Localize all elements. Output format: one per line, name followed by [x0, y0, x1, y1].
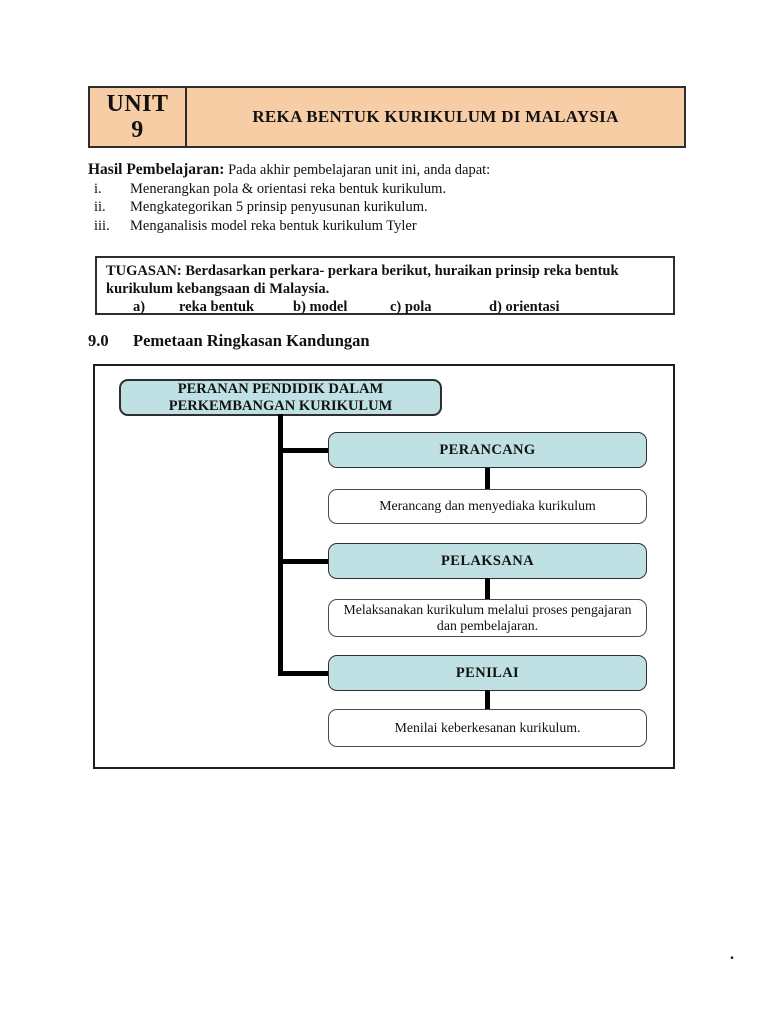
- outcome-text: Menerangkan pola & orientasi reka bentuk…: [130, 180, 447, 197]
- task-option-d: d) orientasi: [489, 299, 560, 315]
- diagram-role-node-pelaksana: PELAKSANA: [328, 543, 647, 579]
- outcomes-intro-line: Hasil Pembelajaran: Pada akhir pembelaja…: [88, 161, 688, 180]
- task-options-row: a) reka bentuk b) model c) pola d) orien…: [106, 298, 673, 316]
- stray-dot-mark: .: [730, 946, 734, 963]
- unit-cell: UNIT 9: [90, 88, 187, 146]
- task-box: TUGASAN: Berdasarkan perkara- perkara be…: [95, 256, 675, 315]
- outcome-item: ii. Mengkategorikan 5 prinsip penyusunan…: [88, 198, 688, 217]
- task-option-c: c) pola: [390, 299, 432, 315]
- outcome-text: Mengkategorikan 5 prinsip penyusunan kur…: [130, 199, 428, 215]
- stem-connector-line: [485, 690, 490, 712]
- branch-connector-line: [278, 448, 330, 453]
- stem-connector-line: [485, 578, 490, 600]
- diagram-description-node: Merancang dan menyediaka kurikulum: [328, 489, 647, 524]
- outcome-item: iii. Menganalisis model reka bentuk kuri…: [88, 217, 688, 236]
- diagram-role-node-penilai: PENILAI: [328, 655, 647, 691]
- diagram-role-node-perancang: PERANCANG: [328, 432, 647, 468]
- trunk-connector-line: [278, 414, 283, 676]
- unit-label: UNIT: [106, 91, 169, 117]
- outcome-numeral: i.: [94, 180, 102, 197]
- task-line-2: kurikulum kebangsaan di Malaysia.: [106, 281, 330, 297]
- outcome-item: i. Menerangkan pola & orientasi reka ben…: [88, 180, 688, 199]
- unit-number: 9: [131, 117, 144, 143]
- outcomes-heading: Hasil Pembelajaran:: [88, 161, 225, 178]
- outcome-numeral: ii.: [94, 199, 106, 215]
- branch-connector-line: [278, 671, 330, 676]
- task-option-a: reka bentuk: [179, 299, 255, 315]
- section-number: 9.0: [88, 331, 109, 350]
- document-title: REKA BENTUK KURIKULUM DI MALAYSIA: [252, 107, 619, 126]
- section-heading: 9.0 Pemetaan Ringkasan Kandungan: [88, 331, 370, 351]
- diagram-description-node: Melaksanakan kurikulum melalui proses pe…: [328, 599, 647, 637]
- section-title: Pemetaan Ringkasan Kandungan: [133, 331, 370, 350]
- branch-connector-line: [278, 559, 330, 564]
- task-line-1: TUGASAN: Berdasarkan perkara- perkara be…: [106, 263, 619, 279]
- unit-header-banner: UNIT 9 REKA BENTUK KURIKULUM DI MALAYSIA: [88, 86, 686, 148]
- outcome-numeral: iii.: [94, 217, 110, 234]
- learning-outcomes-section: Hasil Pembelajaran: Pada akhir pembelaja…: [88, 161, 688, 235]
- diagram-root-node: PERANAN PENDIDIK DALAM PERKEMBANGAN KURI…: [119, 379, 442, 416]
- task-option-a-label: a): [133, 299, 146, 315]
- stem-connector-line: [485, 468, 490, 490]
- diagram-description-node: Menilai keberkesanan kurikulum.: [328, 709, 647, 747]
- outcome-text: Menganalisis model reka bentuk kurikulum…: [130, 217, 417, 234]
- content-map-diagram: PERANAN PENDIDIK DALAM PERKEMBANGAN KURI…: [93, 364, 675, 769]
- task-option-b: b) model: [293, 299, 348, 315]
- outcomes-intro: Pada akhir pembelajaran unit ini, anda d…: [228, 162, 491, 178]
